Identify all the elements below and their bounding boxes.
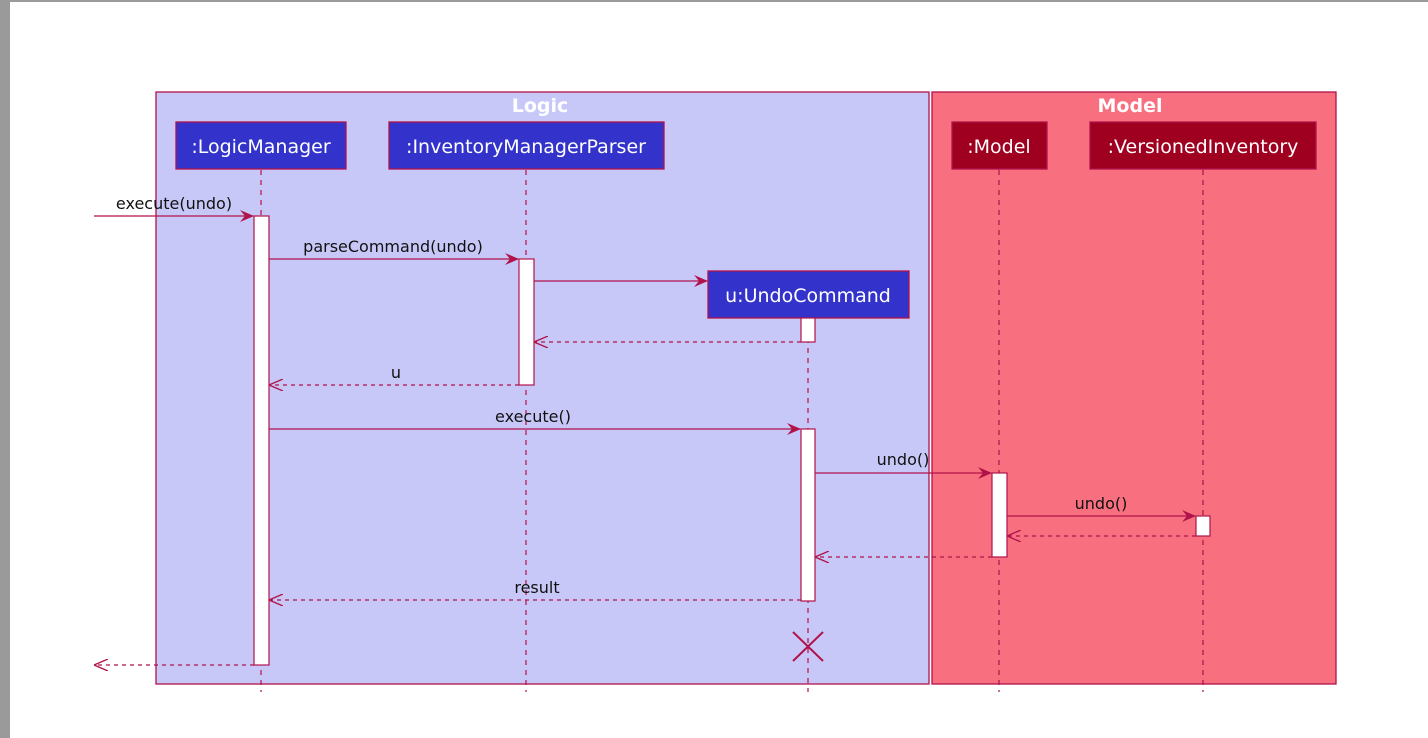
diagram-canvas: Logic Model :LogicManager :InventoryMana… [10,2,1428,738]
participant-logic-manager-label: :LogicManager [191,136,331,158]
activation-undo-command-create [800,317,816,343]
message-return-u-label: u [391,363,401,382]
message-undo-model-label: undo() [877,450,930,469]
message-result-label: result [514,578,559,597]
destroy-icon [792,631,824,662]
participant-parser-label: :InventoryManagerParser [406,136,646,158]
message-parse-command-label: parseCommand(undo) [303,237,483,256]
model-box: Model [931,91,1337,685]
message-execute-label: execute() [495,407,571,426]
model-box-title: Model [1098,95,1163,117]
model-box-rect [931,91,1337,685]
activation-model [991,472,1008,558]
activation-parser [518,258,535,386]
sequence-diagram: Logic Model :LogicManager :InventoryMana… [94,91,1337,692]
message-execute-undo-label: execute(undo) [116,194,232,213]
activation-logic-manager [253,215,270,666]
participant-undo-command-label: u:UndoCommand [725,285,891,307]
participant-model: :Model [951,121,1048,170]
participant-versioned-inventory-label: :VersionedInventory [1108,136,1299,158]
activation-versioned-inventory [1195,515,1211,537]
participant-undo-command: u:UndoCommand [707,270,910,319]
participant-versioned-inventory: :VersionedInventory [1089,121,1317,170]
logic-box: Logic [155,91,930,685]
participant-model-label: :Model [967,136,1030,158]
logic-box-rect [155,91,930,685]
message-undo-versioned-label: undo() [1075,494,1128,513]
participant-parser: :InventoryManagerParser [388,121,665,170]
activation-undo-command-execute [800,428,816,602]
participant-logic-manager: :LogicManager [175,121,347,170]
logic-box-title: Logic [512,95,569,117]
